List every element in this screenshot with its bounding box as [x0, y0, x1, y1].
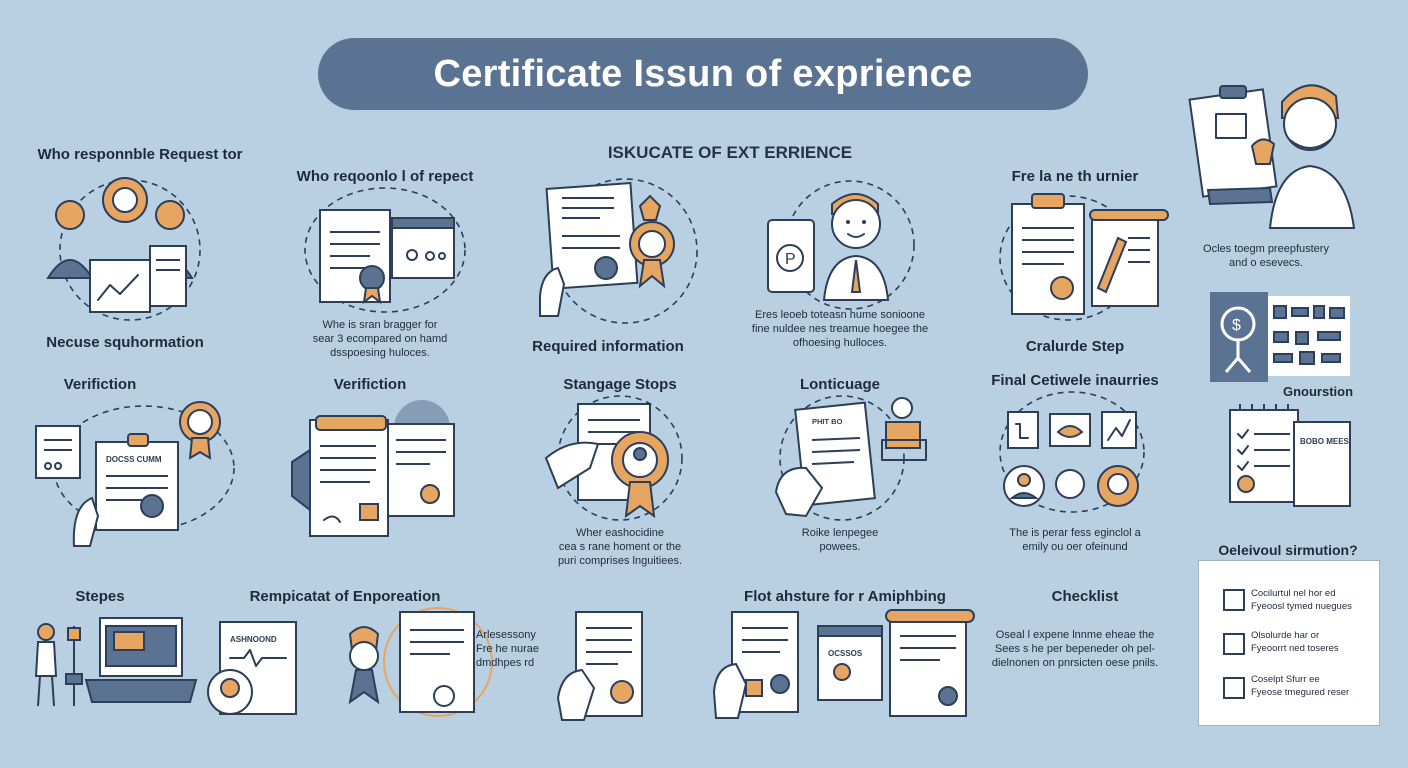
clipboard-pencil-icon — [999, 193, 1169, 321]
row1-col5-caption: Cralurde Step — [1025, 338, 1125, 355]
worker-laptop-icon — [34, 617, 198, 707]
amplifying-documents-icon: OCSSOS — [712, 609, 975, 719]
incorporation-doc-text: ASHNOOND — [230, 635, 277, 644]
row2-col5-description: The is perar fess eginclol a emily ou oe… — [1009, 527, 1141, 553]
checklist-item-3: Coselpt Sfurr ee Fyeose tmegured reser — [1251, 674, 1350, 698]
row2-col4-description: Roike lenpegee powees. — [801, 527, 879, 553]
amplifying-doc-text: OCSSOS — [828, 649, 863, 658]
checklist-document-icon: BOBO MEES — [1229, 404, 1351, 507]
row2-col3-title: Stangage Stops — [563, 376, 677, 393]
row3-col1-title: Stepes — [75, 588, 125, 605]
row2-col2-title: Verifiction — [333, 376, 407, 393]
row3-col3-description: Arlesessony Fre he nurae dmdhpes rd — [476, 629, 539, 669]
stamping-steps-icon — [544, 395, 683, 521]
incorporation-certificate-icon: ASHNOOND — [207, 607, 493, 717]
row2-col4-title: Lonticuage — [799, 376, 880, 393]
language-document-icon: PHIT BO — [774, 395, 927, 521]
reviewer-with-certificate-icon — [1188, 84, 1356, 229]
requester-illustration — [46, 177, 201, 321]
title-banner: Certificate Issun of exprience — [318, 38, 1088, 110]
language-doc-text: PHIT BO — [812, 417, 843, 426]
checklist-checkbox-2[interactable] — [1223, 633, 1245, 655]
checklist-panel: Cocilurtul nel hor ed Fyeoosl tymed nueg… — [1198, 560, 1380, 726]
row1-col5-title: Fre la ne th urnier — [1011, 168, 1139, 185]
checklist-checkbox-1[interactable] — [1223, 589, 1245, 611]
row1-col6-description: Ocles toegm preepfustery and o esevecs. — [1203, 243, 1329, 269]
svg-text:$: $ — [1232, 317, 1241, 334]
row1-col2-title: Who reqoonlo l of repect — [296, 168, 474, 185]
final-inquiries-icon — [999, 391, 1145, 513]
checklist-checkbox-3[interactable] — [1223, 677, 1245, 699]
certificate-badge-icon — [539, 178, 698, 324]
row2-col6-title: Gnourstion — [1282, 384, 1354, 399]
row2-col3-description: Wher eashocidine cea s rane homent or th… — [557, 527, 683, 567]
signed-document-icon — [556, 611, 643, 721]
svg-text:P: P — [785, 251, 796, 268]
row3-col5-description: Oseal l expene lnnme eheae the Sees s he… — [991, 629, 1159, 669]
row3-col2-title: Rempicatat of Enporeation — [249, 588, 441, 605]
row3-col5-title: Checklist — [1051, 588, 1119, 605]
row1-col1-caption: Necuse squhormation — [46, 334, 204, 351]
checklist-item-2: Olsolurde har or Fyeoorrt ned toseres — [1251, 630, 1339, 654]
page-subtitle: ISKUCATE OF EXT ERRIENCE — [607, 143, 853, 162]
applicant-person-icon: P — [767, 180, 915, 310]
scroll-certificate-icon — [291, 400, 455, 537]
row1-col4-description: Eres leoeb toteasn hume sonioone fine nu… — [751, 309, 929, 349]
checklist-doc-text: BOBO MEES — [1300, 437, 1350, 446]
row1-col2-description: Whe is sran bragger for sear 3 ecompared… — [312, 319, 448, 359]
row1-col3-caption: Required information — [532, 338, 684, 355]
verification-doc-text: DOCSS CUMM — [106, 455, 162, 464]
checklist-item-1: Cocilurtul nel hor ed Fyeoosl tymed nueg… — [1251, 588, 1352, 612]
page-title: Certificate Issun of exprience — [433, 52, 973, 95]
row2-col5-title: Final Cetiwele inaurries — [991, 372, 1159, 389]
row1-col1-title: Who responnble Request tor — [37, 146, 243, 163]
row3-col4-title: Flot ahsture for r Amiphbing — [744, 588, 946, 605]
request-document-icon — [304, 187, 466, 313]
payment-process-icon: $ — [1210, 292, 1350, 382]
row2-col1-title: Verifiction — [63, 376, 137, 393]
verification-document-icon: DOCSS CUMM — [35, 401, 235, 547]
checklist-title: Oeleivoul sirmution? — [1218, 542, 1358, 558]
